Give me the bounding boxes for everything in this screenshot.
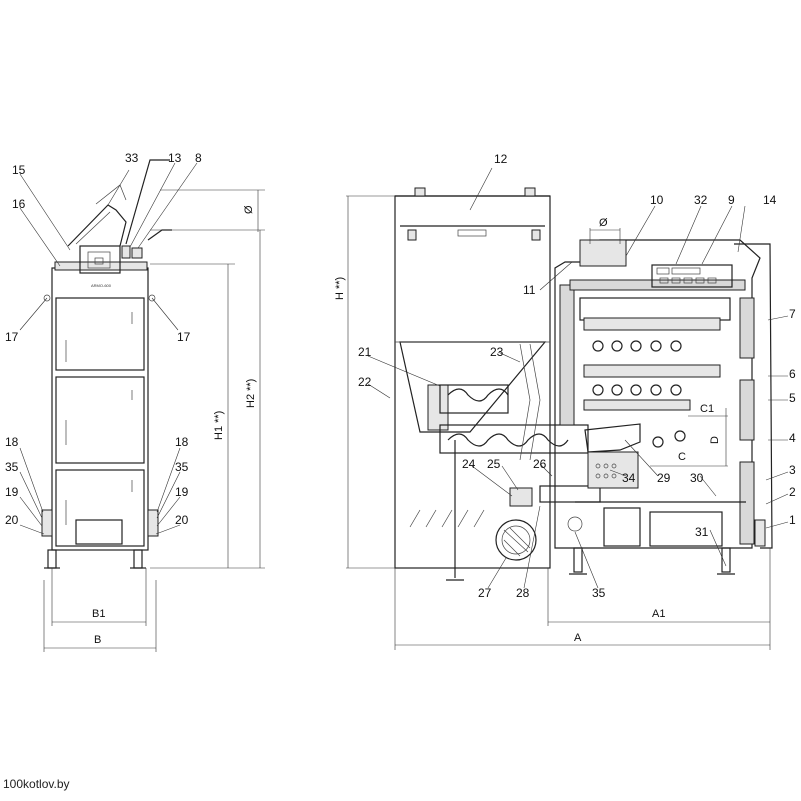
side-leaders	[367, 167, 789, 589]
callout-front-13: 13	[168, 151, 182, 165]
callout-side-31: 31	[695, 525, 709, 539]
callout-side-6: 6	[789, 367, 796, 381]
callout-side-9: 9	[728, 193, 735, 207]
callout-front-15: 15	[12, 163, 26, 177]
callout-side-11: 11	[523, 283, 536, 297]
callout-side-28: 28	[516, 586, 530, 600]
callout-front-18-left: 18	[5, 435, 19, 449]
callout-side-23: 23	[490, 345, 504, 359]
callout-front-18-right: 18	[175, 435, 189, 449]
callout-side-14: 14	[763, 193, 777, 207]
callout-side-27: 27	[478, 586, 492, 600]
dim-d: D	[709, 436, 721, 444]
dim-a: A	[574, 632, 582, 644]
callout-side-25: 25	[487, 457, 501, 471]
dim-b: B	[94, 634, 101, 646]
callout-side-12: 12	[494, 152, 508, 166]
callout-side-1: 1	[789, 513, 796, 527]
dim-c: C	[678, 451, 686, 463]
callout-front-19-right: 19	[175, 485, 189, 499]
front-dimensions	[43, 189, 265, 652]
callout-side-10: 10	[650, 193, 664, 207]
callout-front-8: 8	[195, 151, 202, 165]
callout-front-17-right: 17	[177, 330, 191, 344]
callout-side-5: 5	[789, 391, 796, 405]
callout-side-4: 4	[789, 431, 796, 445]
dim-dia-side: Ø	[599, 217, 608, 229]
side-view	[394, 187, 773, 581]
dim-h2: H2 **)	[245, 379, 257, 408]
watermark: 100kotlov.by	[3, 777, 70, 791]
callout-front-33: 33	[125, 151, 139, 165]
dim-h1: H1 **)	[213, 411, 225, 440]
dim-a1: A1	[652, 608, 665, 620]
callout-side-24: 24	[462, 457, 476, 471]
dim-h: H **)	[334, 277, 346, 300]
callout-front-16: 16	[12, 197, 26, 211]
callout-side-21: 21	[358, 345, 372, 359]
callout-side-35: 35	[592, 586, 606, 600]
dim-dia-front: Ø	[243, 205, 255, 214]
front-view	[41, 159, 172, 569]
side-dimensions	[346, 195, 771, 650]
callout-front-20-right: 20	[175, 513, 189, 527]
callout-side-7: 7	[789, 307, 796, 321]
front-badge: ARMO-600	[91, 283, 112, 288]
callout-side-22: 22	[358, 375, 372, 389]
callout-front-17-left: 17	[5, 330, 19, 344]
callout-side-26: 26	[533, 457, 547, 471]
callout-front-35-left: 35	[5, 460, 19, 474]
dim-b1: B1	[92, 608, 105, 620]
callout-side-34: 34	[622, 471, 636, 485]
callout-front-35-right: 35	[175, 460, 189, 474]
callout-side-2: 2	[789, 485, 796, 499]
callout-side-32: 32	[694, 193, 708, 207]
callout-front-19-left: 19	[5, 485, 19, 499]
callout-side-3: 3	[789, 463, 796, 477]
callout-front-20-left: 20	[5, 513, 19, 527]
callout-side-29: 29	[657, 471, 671, 485]
dim-c1: C1	[700, 403, 714, 415]
front-leaders	[19, 162, 198, 535]
callout-side-30: 30	[690, 471, 704, 485]
